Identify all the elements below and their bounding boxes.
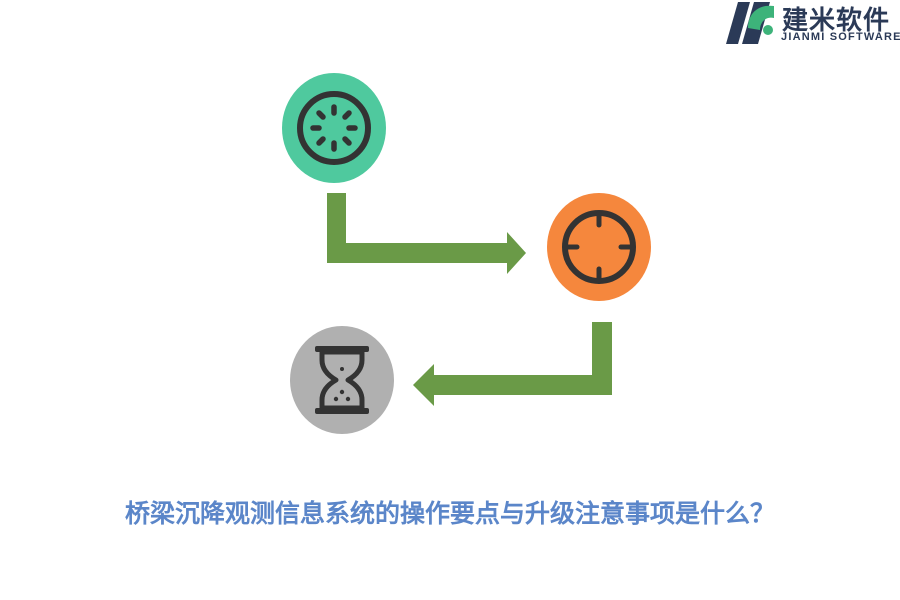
brand-logo: 建米软件 JIANMI SOFTWARE	[724, 0, 900, 48]
jianmi-logo-icon	[726, 2, 774, 44]
diagram-caption: 桥梁沉降观测信息系统的操作要点与升级注意事项是什么？	[124, 499, 775, 528]
step-1-node	[282, 73, 386, 183]
crosshair-target-icon	[562, 210, 636, 284]
hourglass-icon	[315, 346, 369, 414]
flow-arrow-2	[413, 322, 612, 406]
brand-name-cn: 建米软件	[782, 6, 891, 36]
step-2-node	[547, 193, 651, 301]
brand-name-en: JIANMI SOFTWARE	[781, 31, 900, 43]
loading-dial-icon	[297, 91, 371, 165]
flow-arrow-1	[327, 193, 526, 274]
step-3-node	[290, 326, 394, 434]
